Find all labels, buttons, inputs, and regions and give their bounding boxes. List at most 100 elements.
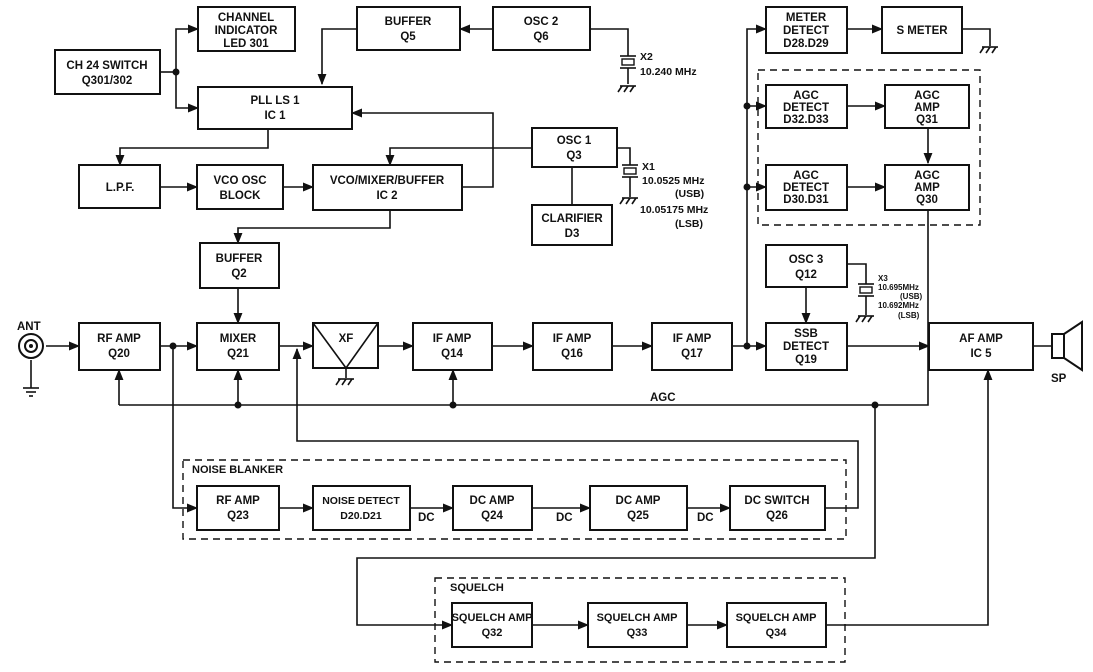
svg-text:10.695MHz: 10.695MHz (878, 283, 919, 292)
block-if-amp-q14: IF AMP Q14 (412, 322, 493, 371)
svg-text:AF AMP: AF AMP (959, 333, 1003, 345)
block-buffer-q5: BUFFER Q5 (356, 6, 461, 51)
svg-text:OSC 1: OSC 1 (557, 135, 592, 147)
svg-text:LED 301: LED 301 (223, 38, 269, 50)
svg-text:AMP: AMP (914, 182, 940, 194)
block-agc-detect-d30: AGC DETECT D30.D31 (765, 164, 848, 211)
svg-text:D30.D31: D30.D31 (783, 194, 829, 206)
block-if-amp-q17: IF AMP Q17 (651, 322, 733, 371)
svg-text:XF: XF (339, 333, 354, 345)
svg-text:Q34: Q34 (766, 627, 788, 639)
block-xf-filter: XF (312, 322, 379, 369)
squelch-title: SQUELCH (450, 582, 504, 594)
block-osc2: OSC 2 Q6 (492, 6, 591, 51)
svg-text:Q12: Q12 (795, 269, 817, 281)
svg-text:(USB): (USB) (900, 292, 923, 301)
block-lpf: L.P.F. (78, 164, 161, 209)
svg-text:Q26: Q26 (766, 510, 788, 522)
svg-text:Q32: Q32 (482, 627, 503, 639)
block-osc3: OSC 3 Q12 (765, 244, 848, 288)
svg-text:L.P.F.: L.P.F. (106, 182, 135, 194)
block-squelch-amp-q32: SQUELCH AMP Q32 (451, 602, 533, 648)
block-ssb-detect: SSB DETECT Q19 (765, 322, 848, 371)
svg-text:BUFFER: BUFFER (216, 253, 263, 265)
block-meter-detect: METER DETECT D28.D29 (765, 6, 848, 54)
svg-text:AGC: AGC (914, 170, 940, 182)
block-osc1: OSC 1 Q3 (531, 127, 618, 168)
svg-text:Q301/302: Q301/302 (82, 75, 133, 87)
junction-dots (169, 68, 879, 409)
noise-blanker-title: NOISE BLANKER (192, 464, 283, 476)
svg-text:Q19: Q19 (795, 354, 817, 366)
svg-text:IC 5: IC 5 (970, 348, 992, 360)
svg-text:CHANNEL: CHANNEL (218, 12, 274, 24)
block-dc-amp-q24: DC AMP Q24 (452, 485, 533, 531)
svg-text:SQUELCH AMP: SQUELCH AMP (452, 612, 533, 624)
svg-text:S METER: S METER (896, 25, 948, 37)
svg-text:VCO OSC: VCO OSC (213, 175, 266, 187)
svg-text:10.05175 MHz: 10.05175 MHz (640, 204, 708, 216)
svg-text:X2: X2 (640, 51, 653, 63)
block-channel-indicator: CHANNEL INDICATOR LED 301 (197, 6, 296, 52)
block-dc-switch: DC SWITCH Q26 (729, 485, 826, 531)
svg-text:RF AMP: RF AMP (216, 495, 260, 507)
crystal-x1: X1 10.0525 MHz (USB) 10.05175 MHz (LSB) (622, 161, 708, 230)
block-squelch-amp-q34: SQUELCH AMP Q34 (726, 602, 827, 648)
svg-text:10.0525 MHz: 10.0525 MHz (642, 175, 704, 187)
block-vco-osc: VCO OSC BLOCK (196, 164, 284, 210)
dc-label-3: DC (697, 512, 714, 524)
svg-text:Q25: Q25 (627, 510, 649, 522)
squelch-boundary (434, 577, 846, 663)
svg-text:RF AMP: RF AMP (97, 333, 141, 345)
svg-text:10.692MHz: 10.692MHz (878, 301, 919, 310)
block-rf-amp-q20: RF AMP Q20 (78, 322, 161, 371)
svg-text:(LSB): (LSB) (898, 311, 920, 320)
svg-text:X3: X3 (878, 274, 888, 283)
svg-text:NOISE DETECT: NOISE DETECT (322, 495, 400, 507)
svg-text:(LSB): (LSB) (675, 218, 703, 230)
speaker-icon (1051, 320, 1083, 372)
block-s-meter: S METER (881, 6, 963, 54)
svg-text:AGC: AGC (793, 90, 819, 102)
svg-text:OSC 3: OSC 3 (789, 254, 824, 266)
svg-text:METER: METER (786, 12, 827, 24)
block-squelch-amp-q33: SQUELCH AMP Q33 (587, 602, 688, 648)
block-pll: PLL LS 1 IC 1 (197, 86, 353, 130)
svg-text:D20.D21: D20.D21 (340, 510, 382, 522)
svg-text:DETECT: DETECT (783, 102, 829, 114)
block-clarifier: CLARIFIER D3 (531, 204, 613, 246)
svg-text:10.240 MHz: 10.240 MHz (640, 66, 697, 78)
svg-text:Q5: Q5 (400, 31, 416, 43)
svg-text:IF AMP: IF AMP (673, 333, 712, 345)
dc-label-1: DC (418, 512, 435, 524)
signal-wires (30, 24, 1052, 630)
block-agc-detect-d32: AGC DETECT D32.D33 (765, 84, 848, 129)
svg-text:Q20: Q20 (108, 348, 130, 360)
svg-text:IF AMP: IF AMP (553, 333, 592, 345)
svg-text:OSC 2: OSC 2 (524, 16, 559, 28)
svg-text:Q17: Q17 (681, 348, 703, 360)
block-agc-amp-q30: AGC AMP Q30 (884, 164, 970, 211)
sp-label: SP (1051, 373, 1067, 385)
svg-text:X1: X1 (642, 161, 655, 173)
block-vco-mixer-buffer: VCO/MIXER/BUFFER IC 2 (312, 164, 463, 211)
svg-text:IF AMP: IF AMP (433, 333, 472, 345)
block-rf-amp-q23: RF AMP Q23 (196, 485, 280, 531)
svg-text:BLOCK: BLOCK (220, 190, 262, 202)
agc-group-boundary (757, 69, 981, 226)
block-if-amp-q16: IF AMP Q16 (532, 322, 613, 371)
svg-text:AGC: AGC (914, 90, 940, 102)
ant-label: ANT (17, 321, 41, 333)
svg-text:VCO/MIXER/BUFFER: VCO/MIXER/BUFFER (330, 175, 445, 187)
dc-label-2: DC (556, 512, 573, 524)
agc-bus-label: AGC (650, 392, 676, 404)
svg-text:D32.D33: D32.D33 (783, 114, 828, 126)
svg-text:Q31: Q31 (916, 114, 938, 126)
crystal-x2: X2 10.240 MHz (620, 51, 697, 84)
noise-blanker-boundary (182, 459, 847, 540)
svg-text:Q21: Q21 (227, 348, 249, 360)
svg-text:Q30: Q30 (916, 194, 938, 206)
ground-symbols (23, 46, 998, 397)
svg-text:AGC: AGC (793, 170, 819, 182)
